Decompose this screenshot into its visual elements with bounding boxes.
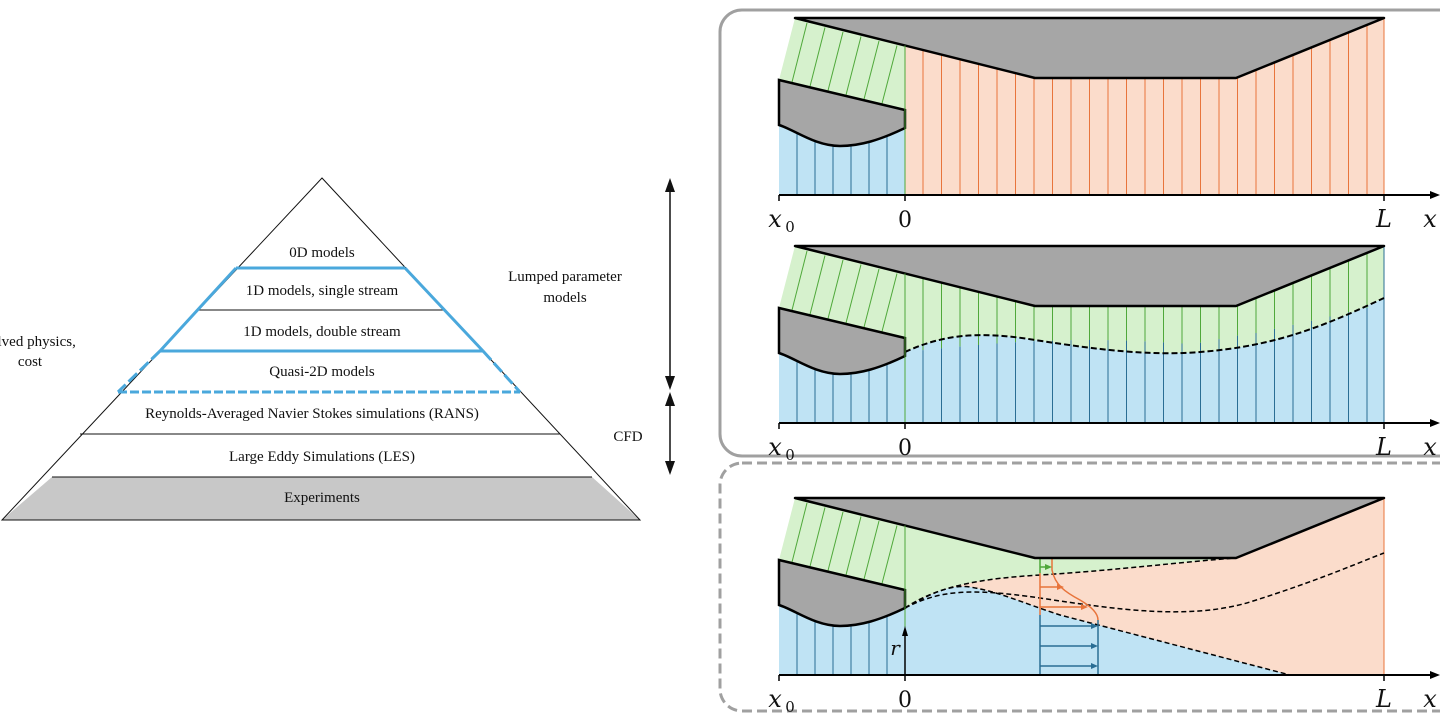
- stream-interface-dashed: [904, 297, 1385, 355]
- pyramid-outline: [0, 177, 642, 521]
- highlight-left-edge-dashed: [116, 349, 162, 394]
- velocity-arrowhead: [1091, 623, 1098, 629]
- x-axis-arrowhead: [1430, 191, 1440, 199]
- secondary-hatch-line: [827, 259, 844, 319]
- x-axis-arrowhead: [1430, 671, 1440, 679]
- secondary-hatch-line: [845, 516, 862, 576]
- label-x0-subscript: 0: [785, 218, 795, 236]
- secondary-hatch-line: [791, 502, 808, 563]
- secondary-hatch-line: [881, 273, 898, 332]
- secondary-hatch-line: [881, 525, 898, 584]
- level-1d-single: 1D models, single stream: [246, 283, 399, 299]
- label-zero: 0: [898, 208, 912, 233]
- highlight-left-edge: [158, 266, 238, 353]
- level-1d-double: 1D models, double stream: [243, 324, 401, 340]
- experiments-layer: [2, 477, 640, 520]
- secondary-hatch-line: [791, 250, 808, 311]
- label-x0: x: [768, 685, 782, 713]
- label-zero: 0: [898, 688, 912, 713]
- label-L: L: [1375, 205, 1392, 233]
- primary-stream-inlet: [779, 125, 905, 195]
- secondary-hatch-line: [809, 507, 826, 567]
- primary-stream-inlet: [779, 605, 905, 675]
- secondary-hatch-line: [809, 27, 826, 87]
- secondary-hatch-line: [809, 255, 826, 315]
- secondary-hatch-line: [827, 31, 844, 91]
- outer-duct-wall: [793, 496, 1386, 560]
- lumped-label-line2: models: [543, 290, 586, 306]
- secondary-hatch-line: [863, 520, 880, 580]
- secondary-hatch-line: [863, 40, 880, 100]
- shear-layer-dashed: [904, 585, 1291, 676]
- level-quasi-2d: Quasi-2D models: [269, 364, 375, 380]
- left-label-line1: solved physics,: [0, 334, 76, 350]
- secondary-hatch-line: [791, 22, 808, 83]
- label-zero: 0: [898, 436, 912, 461]
- shear-layer-dashed: [904, 552, 1385, 613]
- secondary-hatch-line: [845, 264, 862, 324]
- velocity-profile-curve: [1051, 558, 1099, 621]
- left-label-line2: cost: [18, 354, 43, 370]
- cfd-label: CFD: [613, 429, 642, 445]
- outer-duct-wall: [793, 244, 1386, 308]
- level-rans: Reynolds-Averaged Navier Stokes simulati…: [145, 406, 479, 422]
- highlight-right-edge: [403, 266, 485, 353]
- label-r: r: [890, 636, 901, 660]
- label-x0: x: [768, 433, 782, 461]
- inner-core-body: [777, 306, 907, 376]
- label-x: x: [1423, 205, 1437, 233]
- highlight-right-edge-dashed: [481, 349, 522, 394]
- velocity-arrowhead: [1045, 564, 1052, 570]
- primary-stream-inlet: [779, 353, 905, 423]
- label-x0-subscript: 0: [785, 698, 795, 716]
- secondary-hatch-line: [881, 45, 898, 104]
- label-x: x: [1423, 685, 1437, 713]
- velocity-arrowhead: [1081, 604, 1088, 610]
- lumped-label-line1: Lumped parameter: [508, 269, 622, 285]
- shear-layer-dashed: [904, 557, 1237, 609]
- level-experiments: Experiments: [284, 490, 360, 506]
- secondary-hatch-line: [845, 36, 862, 96]
- label-L: L: [1375, 433, 1392, 461]
- label-x0: x: [768, 205, 782, 233]
- level-0d: 0D models: [289, 245, 355, 261]
- label-x0-subscript: 0: [785, 446, 795, 464]
- r-axis-arrowhead: [902, 626, 908, 636]
- velocity-arrowhead: [1057, 584, 1064, 590]
- label-x: x: [1423, 433, 1437, 461]
- inner-core-body: [777, 78, 907, 148]
- lumped-range-arrow: [665, 178, 675, 390]
- secondary-hatch-line: [827, 511, 844, 571]
- level-les: Large Eddy Simulations (LES): [229, 449, 415, 465]
- velocity-arrowhead: [1091, 663, 1098, 669]
- inner-core-body: [777, 558, 907, 628]
- pyramid: 0D models 1D models, single stream 1D mo…: [0, 177, 675, 521]
- velocity-arrowhead: [1091, 643, 1098, 649]
- lumped-models-frame: [718, 8, 1440, 458]
- outer-duct-wall: [793, 16, 1386, 80]
- label-L: L: [1375, 685, 1392, 713]
- x-axis-arrowhead: [1430, 419, 1440, 427]
- secondary-hatch-line: [863, 268, 880, 328]
- cfd-range-arrow: [665, 392, 675, 475]
